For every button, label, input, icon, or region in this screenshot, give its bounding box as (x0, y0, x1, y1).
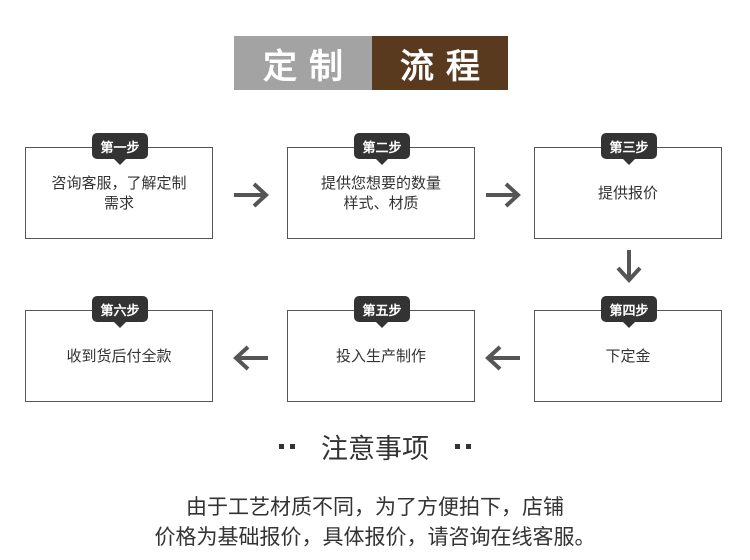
step-box-5: 第五步 投入生产制作 (287, 296, 475, 402)
title-banner: 定制 流程 (234, 36, 508, 90)
dot-icon (455, 443, 460, 449)
dot-icon (279, 443, 284, 449)
step-box-3: 第三步 提供报价 (534, 133, 722, 239)
arrow-left-icon (484, 343, 522, 373)
step-box-1: 第一步 咨询客服，了解定制 需求 (25, 133, 213, 239)
dot-icon (290, 443, 295, 449)
step-badge-2: 第二步 (354, 133, 410, 165)
decorative-dots-left (279, 443, 295, 449)
title-left-text: 定制 (234, 36, 372, 90)
step-text-5: 投入生产制作 (335, 347, 426, 365)
step-box-6: 第六步 收到货后付全款 (25, 296, 213, 402)
step-box-2: 第二步 提供您想要的数量 样式、材质 (287, 133, 475, 239)
decorative-dots-right (455, 443, 471, 449)
title-right-text: 流程 (372, 36, 508, 90)
step-text-2: 提供您想要的数量 样式、材质 (320, 174, 441, 212)
step-text-3: 提供报价 (597, 184, 658, 202)
step-badge-4: 第四步 (601, 296, 657, 328)
arrow-right-icon (232, 180, 270, 210)
step-badge-6: 第六步 (92, 296, 148, 328)
arrow-down-icon (614, 248, 644, 284)
step-text-4: 下定金 (605, 347, 651, 365)
step-badge-5: 第五步 (354, 296, 410, 328)
step-text-1: 咨询客服，了解定制 需求 (51, 174, 187, 212)
step-box-4: 第四步 下定金 (534, 296, 722, 402)
step-badge-3: 第三步 (601, 133, 657, 165)
notice-heading: 注意事项 (0, 428, 750, 465)
dot-icon (466, 443, 471, 449)
notice-line-2: 价格为基础报价，具体报价，请咨询在线客服。 (154, 525, 596, 549)
notice-line-1: 由于工艺材质不同，为了方便拍下，店铺 (186, 495, 564, 519)
arrow-left-icon (232, 343, 270, 373)
arrow-right-icon (484, 180, 522, 210)
step-badge-1: 第一步 (92, 133, 148, 165)
notice-title: 注意事项 (321, 433, 429, 465)
step-text-6: 收到货后付全款 (66, 347, 172, 365)
